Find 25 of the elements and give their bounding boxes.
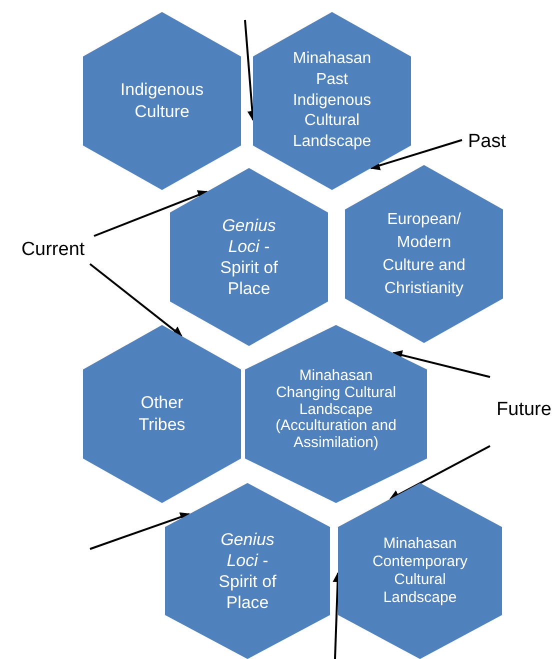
hexagon-shape [170, 168, 328, 346]
node-label: Genius Loci - Spirit of Place [219, 214, 279, 300]
hexagon-shape [245, 325, 427, 503]
node-label: Minahasan Contemporary Cultural Landscape [371, 535, 469, 607]
arrow [90, 512, 190, 550]
arrow [392, 350, 490, 378]
hexagon-shape [338, 483, 502, 659]
hexagon-shape [83, 12, 241, 190]
time-label: Current [21, 239, 85, 261]
arrow [389, 445, 490, 500]
arrow [89, 263, 182, 337]
arrow [94, 190, 208, 237]
node-label: Minahasan Changing Cultural Landscape (Acculturation and Assimilation) [274, 368, 398, 452]
node-label: Minahasan Past Indigenous Cultural Landscape [292, 49, 372, 152]
time-label: Future [496, 399, 552, 421]
hexagon-shape [83, 325, 241, 503]
hexagon-shape [253, 12, 411, 190]
arrow [370, 139, 462, 170]
node-label: Genius Loci - Spirit of Place [218, 528, 278, 614]
time-label: Past [468, 131, 506, 153]
node-label: Indigenous Culture [119, 78, 205, 123]
hexagon-shape [165, 483, 330, 659]
hexagon-shape [345, 165, 503, 343]
node-label: European/ Modern Culture and Christianity [382, 210, 466, 300]
node-label: Other Tribes [138, 392, 186, 436]
